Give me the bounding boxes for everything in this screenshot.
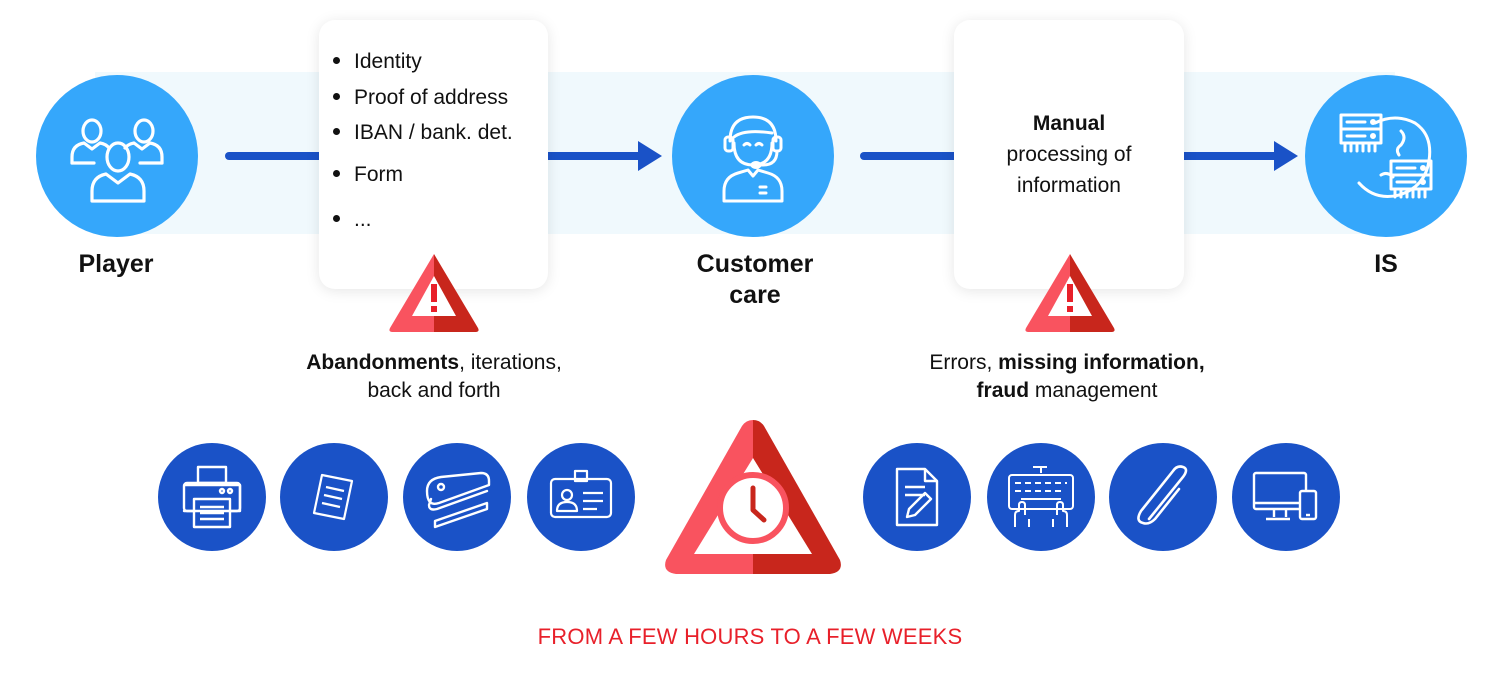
warning-right-icon [1025,254,1115,332]
caption-left-line2: back and forth [367,379,501,402]
documents-card: Identity Proof of address IBAN / bank. d… [319,20,548,289]
bullet-icon [333,127,340,135]
list-item: Proof of address [333,86,508,110]
duration-footer: FROM A FEW HOURS TO A FEW WEEKS [537,624,963,649]
users-group-icon [70,118,164,203]
keyboard-icon [1008,466,1074,527]
caption-left: Abandonments, iterations, back and forth [274,349,594,405]
clock-warning-icon [665,420,841,574]
keyboard-circle [987,443,1095,551]
is-label: IS [1374,250,1398,278]
bullet-icon [333,92,340,100]
customer-care-label-line1: Customer [696,250,814,278]
arrowhead-care [638,141,662,171]
devices-circle [1232,443,1340,551]
document-circle [280,443,388,551]
manual-processing-card: Manual processing of information [954,20,1184,289]
printer-circle [158,443,266,551]
id-card-icon [549,469,613,519]
caption-right-line1: Errors, missing information, [929,351,1205,374]
warning-left-icon [389,254,479,332]
manual-line2: processing of [1006,143,1132,166]
player-node [36,75,198,237]
id-card-circle [527,443,635,551]
player-label: Player [78,250,154,278]
manual-processing-text: Manual processing of information [954,108,1184,201]
caption-right: Errors, missing information, fraud manag… [897,349,1237,405]
edit-document-circle [863,443,971,551]
paperclip-circle [1109,443,1217,551]
list-item: ... [333,208,372,232]
document-icon [312,473,354,521]
bullet-icon [333,169,340,177]
edit-document-icon [895,467,939,527]
arrowhead-is [1274,141,1298,171]
customer-care-label: Customer care [680,249,830,311]
manual-line1: Manual [1032,112,1106,135]
list-item: Identity [333,50,422,74]
list-item: IBAN / bank. det. [333,121,513,145]
manual-line3: information [1017,174,1121,197]
servers-globe-icon [1339,113,1433,199]
list-item: Form [333,163,403,187]
is-node [1305,75,1467,237]
devices-icon [1252,471,1318,521]
headset-agent-icon [722,115,784,203]
paperclip-icon [1137,465,1188,525]
stapler-circle [403,443,511,551]
bullet-icon [333,56,340,64]
customer-care-node [672,75,834,237]
customer-care-label-line2: care [729,281,781,309]
printer-icon [182,465,242,529]
stapler-icon [425,471,491,529]
caption-right-line2: fraud management [976,379,1158,402]
bullet-icon [333,214,340,222]
caption-left-line1: Abandonments, iterations, [306,351,562,374]
